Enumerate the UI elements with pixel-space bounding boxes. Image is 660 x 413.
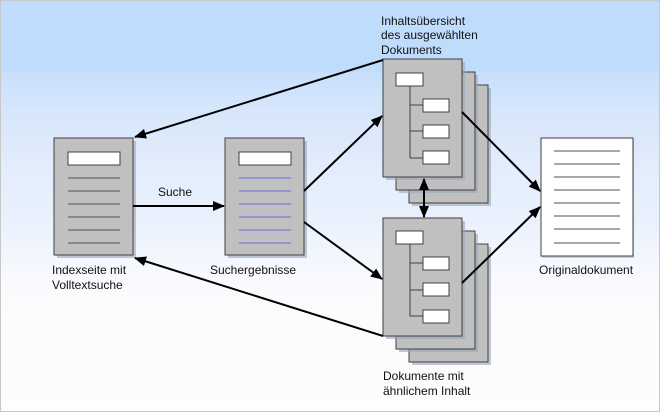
arrow-results-to-overview bbox=[303, 115, 383, 192]
original-document[interactable] bbox=[540, 137, 634, 258]
arrow-overview-to-original bbox=[461, 111, 541, 192]
label-original-document: Originaldokument bbox=[539, 263, 634, 277]
search-box bbox=[67, 151, 121, 166]
index-page-document[interactable] bbox=[53, 137, 136, 258]
label-content-overview: Inhaltsübersicht des ausgewählten Dokume… bbox=[381, 14, 481, 57]
label-index-page: Indexseite mit Volltextsuche bbox=[52, 263, 129, 292]
arrow-similar-to-original bbox=[461, 206, 541, 284]
text-lines bbox=[68, 177, 120, 244]
arrow-similar-to-index bbox=[134, 256, 384, 337]
label-similar-documents: Dokumente mit ähnlichem Inhalt bbox=[383, 369, 471, 398]
toc-tree bbox=[395, 72, 450, 165]
edge-label-search: Suche bbox=[158, 185, 192, 199]
search-results-document[interactable] bbox=[224, 137, 307, 258]
similar-documents-stack[interactable] bbox=[382, 217, 491, 365]
arrow-overview-to-index bbox=[134, 59, 384, 139]
toc-tree bbox=[395, 230, 450, 324]
search-box bbox=[238, 151, 292, 166]
content-overview-stack[interactable] bbox=[382, 58, 491, 206]
text-lines bbox=[554, 150, 620, 244]
result-lines bbox=[239, 177, 291, 244]
arrow-results-to-similar bbox=[303, 221, 383, 280]
label-search-results: Suchergebnisse bbox=[210, 263, 296, 277]
